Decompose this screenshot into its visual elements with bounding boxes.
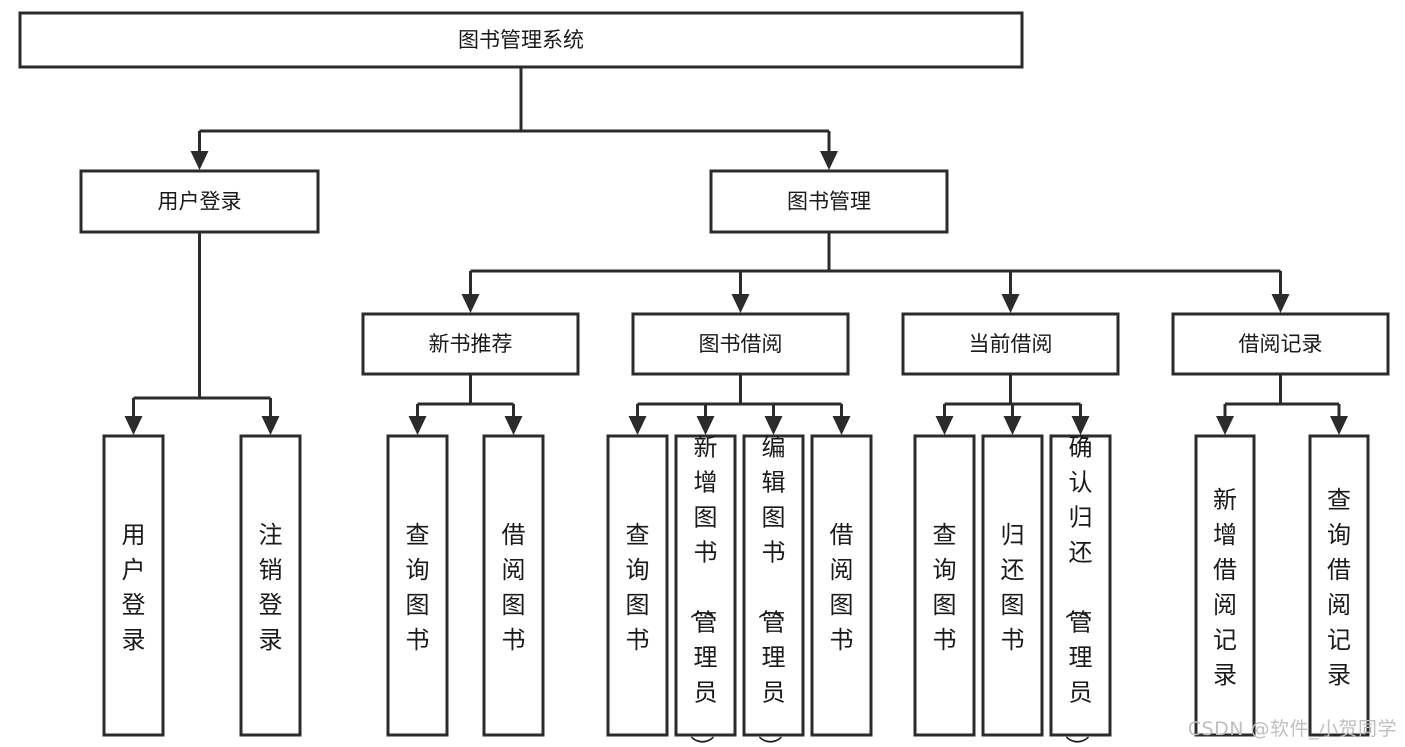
node-label: 当前借阅 <box>969 332 1053 356</box>
node-box[interactable] <box>482 434 545 737</box>
node-label: 借阅图书 <box>830 521 854 654</box>
node-label: 借阅图书 <box>502 521 526 654</box>
node-n-current[interactable]: 当前借阅 <box>901 312 1120 376</box>
node-label: 新增图书（管理员） <box>688 433 718 747</box>
node-label: 确认归还（管理员） <box>1063 433 1093 747</box>
node-n-record[interactable]: 借阅记录 <box>1171 312 1390 376</box>
node-box[interactable] <box>102 434 165 737</box>
node-label: 查询借阅记录 <box>1327 486 1351 689</box>
node-label: 查询图书 <box>933 521 957 654</box>
node-box[interactable] <box>981 434 1044 737</box>
node-root[interactable]: 图书管理系统 <box>18 11 1024 69</box>
node-label: 借阅记录 <box>1239 332 1323 356</box>
node-label: 图书管理 <box>787 190 871 214</box>
node-box[interactable] <box>606 434 669 737</box>
node-l-bw-query[interactable]: 查询图书 <box>606 434 669 737</box>
node-n-book-mgmt[interactable]: 图书管理 <box>709 169 949 234</box>
node-box[interactable] <box>386 434 449 737</box>
node-l-cur-query[interactable]: 查询图书 <box>913 434 976 737</box>
node-layer: 图书管理系统用户登录图书管理新书推荐图书借阅当前借阅借阅记录用户登录注销登录查询… <box>18 11 1390 747</box>
node-l-nb-query[interactable]: 查询图书 <box>386 434 449 737</box>
node-l-user-logout[interactable]: 注销登录 <box>239 434 302 737</box>
node-l-bw-borrow[interactable]: 借阅图书 <box>810 434 873 737</box>
node-l-bw-edit[interactable]: 编辑图书（管理员） <box>742 433 805 747</box>
node-box[interactable] <box>1049 434 1112 737</box>
connector-group <box>628 374 851 435</box>
connector-group <box>408 374 523 435</box>
node-label: 查询图书 <box>626 521 650 654</box>
node-l-bw-add[interactable]: 新增图书（管理员） <box>674 433 737 747</box>
node-label: 查询图书 <box>406 521 430 654</box>
node-box[interactable] <box>631 312 850 376</box>
connector-group <box>461 232 1290 313</box>
connector-group <box>124 232 280 435</box>
node-n-user-login[interactable]: 用户登录 <box>79 169 320 234</box>
node-box[interactable] <box>1308 434 1370 737</box>
node-n-borrow[interactable]: 图书借阅 <box>631 312 850 376</box>
node-box[interactable] <box>1194 434 1256 737</box>
node-box[interactable] <box>361 312 580 376</box>
node-label: 新增借阅记录 <box>1213 486 1237 689</box>
node-box[interactable] <box>913 434 976 737</box>
node-label: 图书借阅 <box>699 332 783 356</box>
node-box[interactable] <box>901 312 1120 376</box>
node-label: 新书推荐 <box>429 332 513 356</box>
node-l-cur-confirm[interactable]: 确认归还（管理员） <box>1049 433 1112 747</box>
node-label: 注销登录 <box>259 521 283 654</box>
node-l-rec-query[interactable]: 查询借阅记录 <box>1308 434 1370 737</box>
node-l-user-login[interactable]: 用户登录 <box>102 434 165 737</box>
node-box[interactable] <box>742 434 805 737</box>
node-box[interactable] <box>1171 312 1390 376</box>
node-box[interactable] <box>239 434 302 737</box>
node-box[interactable] <box>18 11 1024 69</box>
connector-layer <box>124 67 1348 435</box>
node-label: 用户登录 <box>122 521 146 654</box>
connector-group <box>935 374 1090 435</box>
node-l-cur-return[interactable]: 归还图书 <box>981 434 1044 737</box>
node-box[interactable] <box>79 169 320 234</box>
node-l-rec-add[interactable]: 新增借阅记录 <box>1194 434 1256 737</box>
node-label: 归还图书 <box>1001 521 1025 654</box>
connector-group <box>190 67 838 170</box>
connector-group <box>1216 374 1348 435</box>
node-box[interactable] <box>674 434 737 737</box>
node-box[interactable] <box>810 434 873 737</box>
node-label: 编辑图书（管理员） <box>756 433 786 747</box>
watermark-text: CSDN @软件_小贺同学 <box>1187 718 1397 740</box>
node-n-new-book[interactable]: 新书推荐 <box>361 312 580 376</box>
node-box[interactable] <box>709 169 949 234</box>
node-l-nb-borrow[interactable]: 借阅图书 <box>482 434 545 737</box>
node-label: 用户登录 <box>158 190 242 214</box>
node-label: 图书管理系统 <box>458 28 584 52</box>
